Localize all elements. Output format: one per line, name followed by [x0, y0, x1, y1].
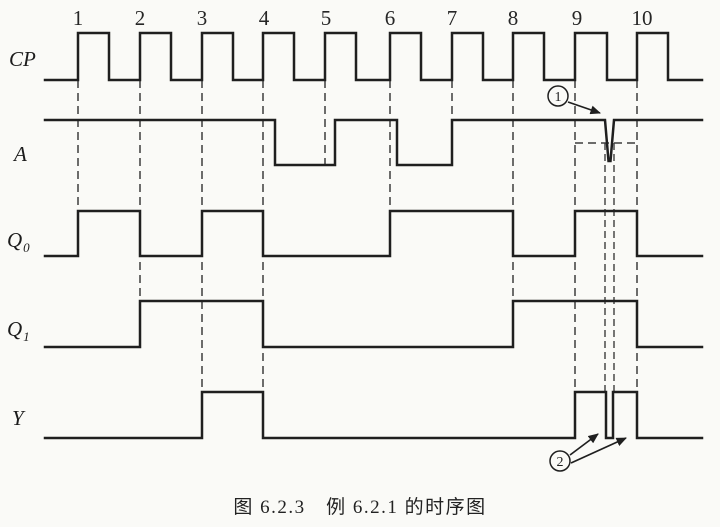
clock-pulse-number: 2: [135, 6, 146, 30]
annotation-number-1: 1: [555, 90, 562, 105]
clock-pulse-number: 5: [321, 6, 332, 30]
signal-label-cp: CP: [9, 47, 36, 71]
clock-pulse-number: 7: [447, 6, 458, 30]
clock-pulse-number: 6: [385, 6, 396, 30]
signal-label-q0: Q0: [7, 228, 30, 255]
q1-waveform: [43, 299, 704, 349]
clock-pulse-number: 1: [73, 6, 84, 30]
annotation-circle-2: [549, 450, 571, 472]
annotation-arrow-2: [570, 437, 627, 464]
annotation-arrow-2: [569, 433, 599, 456]
annotation-circle-1: [547, 85, 569, 107]
clock-pulse-number: 10: [632, 6, 653, 30]
cp-waveform: [43, 31, 704, 82]
annotation-number-2: 2: [557, 455, 564, 470]
annotation-arrow-1: [567, 101, 601, 115]
signal-label-a: A: [14, 142, 27, 166]
signal-label-q1: Q1: [7, 317, 30, 344]
q0-waveform: [43, 209, 704, 258]
clock-pulse-number: 4: [259, 6, 270, 30]
y-waveform: [43, 390, 704, 440]
figure-caption: 图 6.2.3 例 6.2.1 的时序图: [233, 497, 487, 518]
clock-pulse-number: 9: [572, 6, 583, 30]
signal-label-y: Y: [12, 406, 24, 430]
clock-pulse-number: 8: [508, 6, 519, 30]
clock-pulse-number: 3: [197, 6, 208, 30]
a-waveform: [43, 118, 704, 167]
